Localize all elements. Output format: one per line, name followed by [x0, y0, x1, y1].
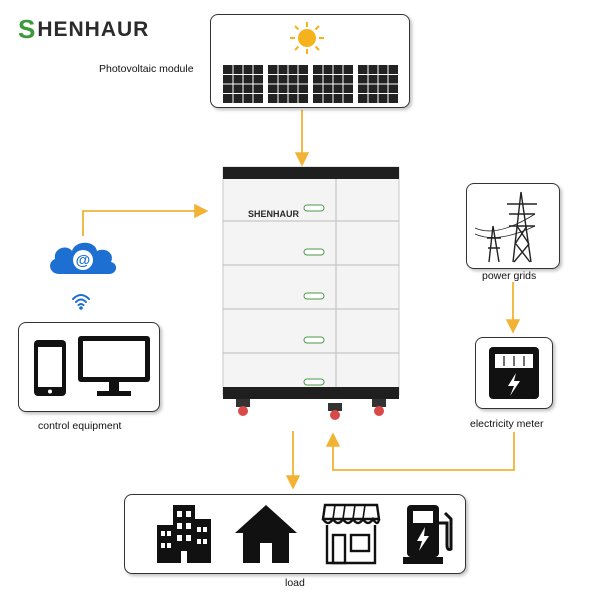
- pv-module-card: [210, 14, 410, 108]
- solar-panel-icon: [223, 65, 399, 103]
- logo-initial: S: [18, 14, 37, 44]
- monitor-icon: [78, 336, 150, 396]
- power-grid-label: power grids: [482, 270, 537, 282]
- power-grid-card: [466, 183, 560, 269]
- control-equipment-label: control equipment: [38, 420, 122, 432]
- wifi-icon: [72, 294, 90, 310]
- battery-wheels: [236, 399, 386, 420]
- building-icon: [157, 505, 211, 563]
- house-icon: [235, 505, 297, 563]
- sun-icon: [290, 22, 324, 54]
- pv-module-label: Photovoltaic module: [99, 63, 194, 75]
- ev-charger-icon: [403, 505, 453, 564]
- arrow-cloud-to-battery: [82, 203, 209, 236]
- cloud-at-symbol: @: [76, 252, 91, 269]
- brand-logo: S HENHAUR: [18, 14, 149, 45]
- logo-text: HENHAUR: [37, 17, 150, 41]
- meter-label: electricity meter: [470, 418, 544, 430]
- cloud-icon: @: [50, 242, 117, 274]
- battery-brand-label: SHENHAUR: [248, 209, 300, 219]
- battery-stack: SHENHAUR: [222, 166, 400, 420]
- power-tower-icon: [474, 191, 537, 263]
- load-label: load: [285, 577, 305, 589]
- phone-icon: [34, 340, 66, 396]
- electricity-meter-icon: [489, 347, 539, 399]
- control-equipment-card: [18, 322, 160, 412]
- arrow-meter-to-battery: [325, 432, 515, 471]
- shop-icon: [321, 503, 381, 565]
- meter-card: [475, 337, 553, 409]
- load-card: [124, 494, 466, 574]
